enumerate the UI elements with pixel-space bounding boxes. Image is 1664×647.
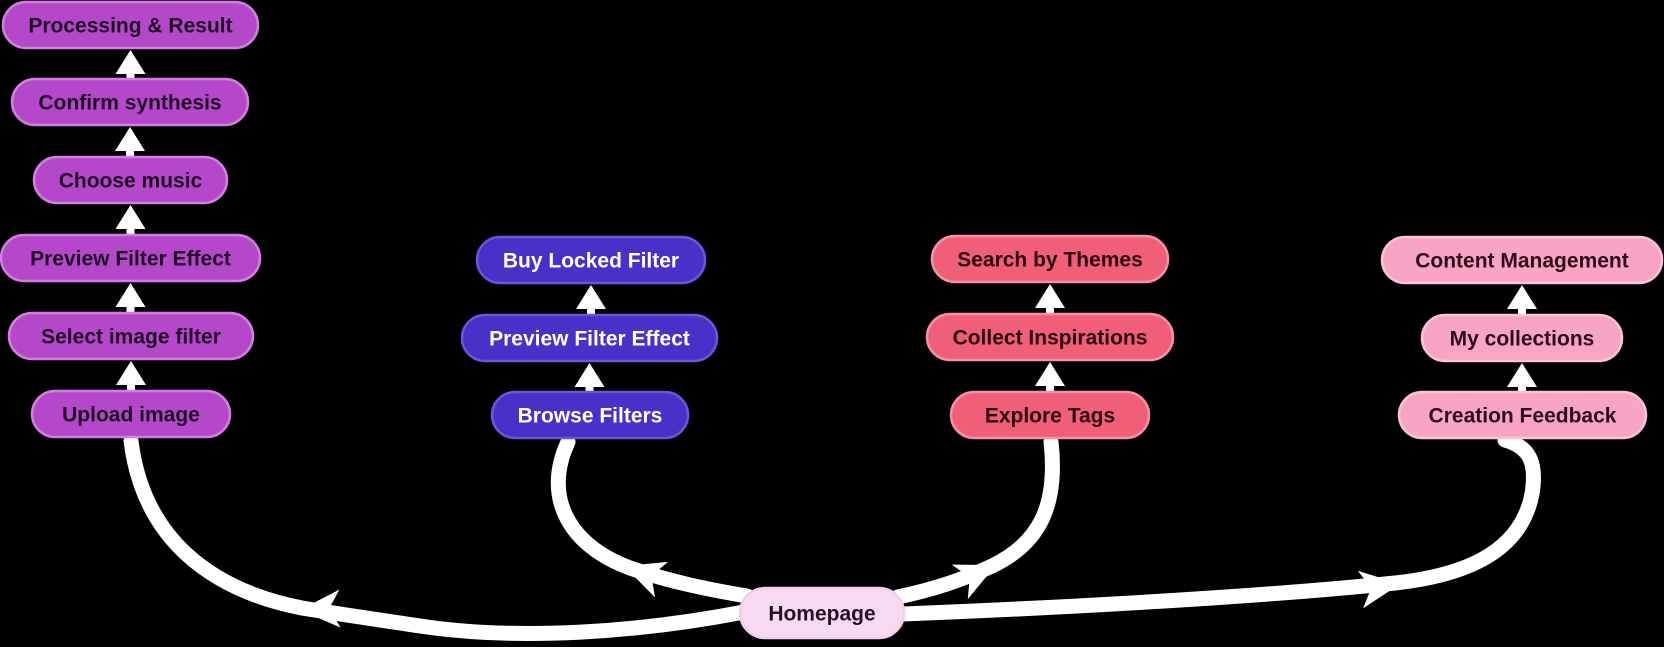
node-pill-processing-result	[1, 0, 260, 50]
node-label-content-management: Content Management	[1415, 250, 1629, 273]
node-pill-explore-tags	[949, 390, 1151, 440]
arrow-shaft	[1518, 385, 1526, 395]
node-label-collect-inspirations: Collect Inspirations	[953, 327, 1148, 350]
arrowhead-upload-image	[300, 589, 341, 628]
node-content-management: Content Management	[1380, 235, 1664, 285]
node-upload-image: Upload image	[30, 389, 232, 439]
node-explore-tags: Explore Tags	[949, 390, 1151, 440]
node-browse-filters: Browse Filters	[490, 390, 690, 440]
node-preview-filter-effect-1: Preview Filter Effect	[0, 233, 262, 283]
arrow-shaft	[126, 72, 135, 82]
node-my-collections: My collections	[1420, 313, 1624, 363]
node-confirm-synthesis: Confirm synthesis	[10, 77, 250, 127]
node-homepage: Homepage	[738, 586, 906, 640]
node-label-choose-music: Choose music	[59, 170, 203, 193]
node-pill-choose-music	[32, 155, 229, 205]
node-pill-my-collections	[1420, 313, 1624, 363]
arrowhead-up	[115, 205, 146, 229]
arrowhead-up	[1507, 285, 1537, 309]
node-collect-inspirations: Collect Inspirations	[925, 312, 1175, 362]
arrowhead-up	[116, 361, 146, 385]
node-choose-music: Choose music	[32, 155, 229, 205]
arrowhead-up	[1507, 363, 1537, 387]
node-creation-feedback: Creation Feedback	[1397, 390, 1648, 440]
node-buy-locked-filter: Buy Locked Filter	[475, 235, 707, 285]
arrowhead-up	[115, 127, 145, 151]
flow-arrow-preview-filter-effect-1-to-choose-music	[115, 205, 146, 238]
edge-homepage-to-browse-filters	[550, 434, 755, 604]
arrow-shaft	[127, 383, 135, 394]
arrow-shaft	[126, 305, 135, 316]
arrowhead-up	[576, 285, 606, 309]
arrowhead-explore-tags	[951, 564, 996, 600]
node-label-buy-locked-filter: Buy Locked Filter	[503, 250, 679, 273]
edge-homepage-to-explore-tags	[890, 434, 1060, 605]
node-preview-filter-effect-2: Preview Filter Effect	[460, 313, 719, 363]
node-pill-upload-image	[30, 389, 232, 439]
flow-arrow-upload-image-to-select-image-filter	[116, 361, 146, 394]
node-search-by-themes: Search by Themes	[930, 234, 1170, 284]
arrow-shaft	[1046, 384, 1054, 395]
node-pill-browse-filters	[490, 390, 690, 440]
arrow-shaft	[126, 227, 135, 238]
flow-arrow-creation-feedback-to-my-collections	[1507, 363, 1537, 395]
flow-arrow-confirm-synthesis-to-processing-result	[115, 50, 146, 82]
arrow-shaft	[126, 149, 134, 160]
node-pill-confirm-synthesis	[10, 77, 250, 127]
arrowhead-up	[574, 363, 605, 387]
node-label-homepage: Homepage	[768, 603, 875, 626]
node-label-search-by-themes: Search by Themes	[957, 249, 1143, 272]
flow-arrow-collect-inspirations-to-search-by-themes	[1035, 284, 1065, 317]
node-pill-buy-locked-filter	[475, 235, 707, 285]
node-processing-result: Processing & Result	[1, 0, 260, 50]
node-pill-preview-filter-effect-2	[460, 313, 719, 363]
arrowhead-browse-filters	[624, 561, 669, 598]
node-pill-content-management	[1380, 235, 1664, 285]
flow-arrow-my-collections-to-content-management	[1507, 285, 1537, 318]
node-select-image-filter: Select image filter	[7, 311, 255, 361]
node-label-preview-filter-effect-2: Preview Filter Effect	[489, 328, 690, 351]
node-label-preview-filter-effect-1: Preview Filter Effect	[30, 248, 231, 271]
arrow-shaft	[1518, 307, 1526, 318]
node-label-upload-image: Upload image	[62, 404, 200, 427]
node-label-creation-feedback: Creation Feedback	[1429, 405, 1617, 428]
flow-arrow-choose-music-to-confirm-synthesis	[115, 127, 145, 160]
node-pill-search-by-themes	[930, 234, 1170, 284]
arrow-shaft	[587, 307, 595, 318]
arrowhead-up	[1035, 284, 1065, 308]
node-label-processing-result: Processing & Result	[28, 15, 232, 38]
flow-arrow-select-image-filter-to-preview-filter-effect-1	[115, 283, 146, 316]
node-label-select-image-filter: Select image filter	[41, 326, 221, 349]
node-pill-select-image-filter	[7, 311, 255, 361]
flow-arrow-preview-filter-effect-2-to-buy-locked-filter	[576, 285, 606, 318]
node-label-confirm-synthesis: Confirm synthesis	[38, 92, 221, 115]
arrow-shaft	[585, 385, 594, 395]
node-pill-homepage	[738, 586, 906, 640]
arrowhead-up	[1035, 362, 1065, 386]
edge-homepage-to-upload-image	[123, 433, 752, 641]
flow-arrow-explore-tags-to-collect-inspirations	[1035, 362, 1065, 395]
node-pill-preview-filter-effect-1	[0, 233, 262, 283]
node-label-browse-filters: Browse Filters	[518, 405, 663, 428]
flow-arrow-browse-filters-to-preview-filter-effect-2	[574, 363, 605, 395]
node-label-my-collections: My collections	[1450, 328, 1595, 351]
node-pill-creation-feedback	[1397, 390, 1648, 440]
arrowhead-up	[115, 50, 146, 74]
node-label-explore-tags: Explore Tags	[985, 405, 1115, 428]
arrow-shaft	[1046, 306, 1054, 317]
node-pill-collect-inspirations	[925, 312, 1175, 362]
arrowhead-up	[115, 283, 146, 307]
arrowhead-creation-feedback	[1357, 570, 1400, 609]
